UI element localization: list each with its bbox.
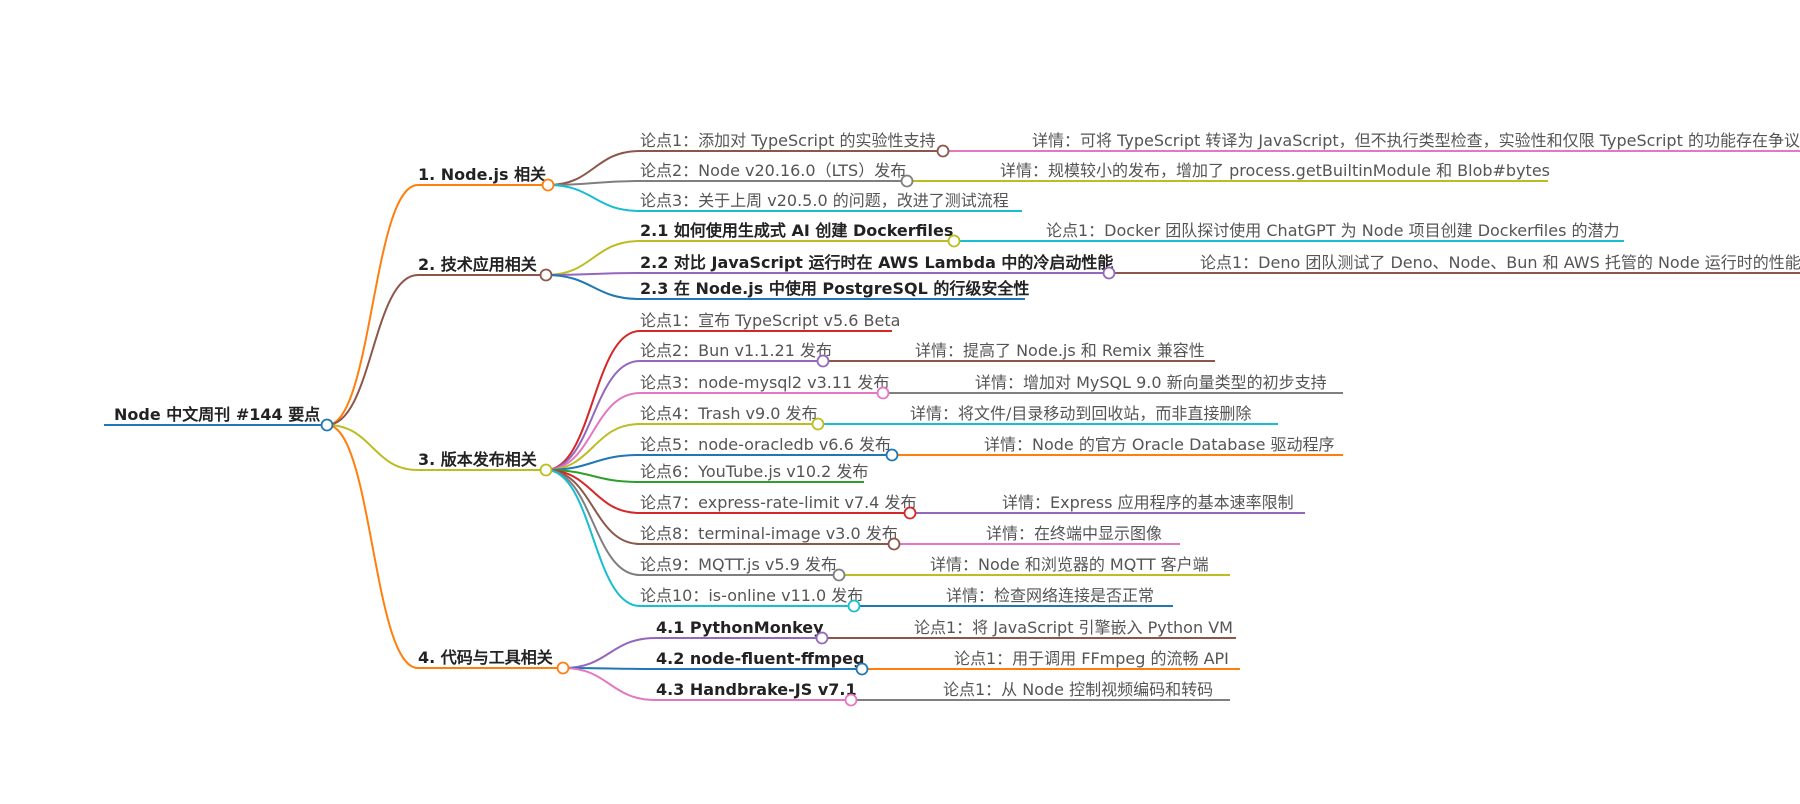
child-dot	[887, 537, 901, 551]
branch-node: 3. 版本发布相关	[418, 450, 537, 469]
child-node: 论点2：Bun v1.1.21 发布	[640, 341, 832, 360]
child-node: 2.1 如何使用生成式 AI 创建 Dockerfiles	[640, 221, 953, 240]
branch-child-edge	[545, 423, 641, 471]
branch-child-edge	[547, 150, 641, 186]
child-node: 4.2 node-fluent-ffmpeg	[656, 649, 864, 668]
root-dot	[320, 418, 334, 432]
child-node: 论点7：express-rate-limit v7.4 发布	[640, 493, 916, 512]
branch-dot	[539, 463, 553, 477]
child-node: 论点3：关于上周 v20.5.0 的问题，改进了测试流程	[640, 191, 1009, 210]
child-dot	[811, 417, 825, 431]
root-branch-edge	[326, 184, 419, 426]
branch-child-edge	[545, 360, 641, 471]
child-node: 论点8：terminal-image v3.0 发布	[640, 524, 898, 543]
child-dot	[832, 568, 846, 582]
child-node: 论点10：is-online v11.0 发布	[640, 586, 863, 605]
root-node: Node 中文周刊 #144 要点	[114, 405, 320, 424]
child-node: 2.2 对比 JavaScript 运行时在 AWS Lambda 中的冷启动性…	[640, 253, 1113, 272]
child-dot	[844, 693, 858, 707]
branch-child-edge	[545, 330, 641, 471]
branch-node: 4. 代码与工具相关	[418, 648, 553, 667]
child-dot	[855, 662, 869, 676]
child-dot	[815, 631, 829, 645]
root-branch-edge	[326, 274, 419, 426]
root-branch-edge	[326, 424, 419, 471]
branch-dot	[556, 661, 570, 675]
branch-dot	[541, 178, 555, 192]
child-node: 论点1：宣布 TypeScript v5.6 Beta	[640, 311, 900, 330]
detail-node: 论点1：将 JavaScript 引擎嵌入 Python VM	[914, 618, 1233, 637]
child-node: 论点1：添加对 TypeScript 的实验性支持	[640, 131, 936, 150]
child-dot	[885, 448, 899, 462]
child-node: 论点6：YouTube.js v10.2 发布	[640, 462, 868, 481]
child-dot	[847, 599, 861, 613]
branch-child-edge	[562, 667, 657, 701]
child-dot	[816, 354, 830, 368]
branch-child-edge	[545, 274, 641, 300]
child-dot	[903, 506, 917, 520]
child-node: 2.3 在 Node.js 中使用 PostgreSQL 的行级安全性	[640, 279, 1029, 298]
detail-node: 详情：检查网络连接是否正常	[946, 586, 1154, 605]
detail-node: 详情：将文件/目录移动到回收站，而非直接删除	[910, 404, 1251, 423]
detail-node: 论点1：Docker 团队探讨使用 ChatGPT 为 Node 项目创建 Do…	[1046, 221, 1620, 240]
root-branch-edge	[326, 424, 419, 669]
child-node: 论点2：Node v20.16.0（LTS）发布	[640, 161, 906, 180]
branch-child-edge	[545, 469, 641, 576]
child-node: 论点5：node-oracledb v6.6 发布	[640, 435, 891, 454]
detail-node: 论点1：用于调用 FFmpeg 的流畅 API	[954, 649, 1229, 668]
branch-dot	[539, 268, 553, 282]
child-dot	[936, 144, 950, 158]
branch-node: 2. 技术应用相关	[418, 255, 537, 274]
detail-node: 论点1：Deno 团队测试了 Deno、Node、Bun 和 AWS 托管的 N…	[1200, 253, 1800, 272]
detail-node: 详情：Node 的官方 Oracle Database 驱动程序	[984, 435, 1335, 454]
branch-node: 1. Node.js 相关	[418, 165, 546, 184]
detail-node: 详情：在终端中显示图像	[986, 524, 1162, 543]
detail-node: 详情：Express 应用程序的基本速率限制	[1002, 493, 1294, 512]
detail-node: 详情：Node 和浏览器的 MQTT 客户端	[930, 555, 1209, 574]
child-dot	[900, 174, 914, 188]
branch-child-edge	[545, 392, 641, 471]
detail-node: 详情：可将 TypeScript 转译为 JavaScript，但不执行类型检查…	[1032, 131, 1800, 150]
child-node: 4.1 PythonMonkey	[656, 618, 824, 637]
branch-child-edge	[545, 240, 641, 276]
child-node: 论点3：node-mysql2 v3.11 发布	[640, 373, 889, 392]
detail-node: 详情：增加对 MySQL 9.0 新向量类型的初步支持	[975, 373, 1327, 392]
branch-child-edge	[545, 469, 641, 607]
child-node: 4.3 Handbrake-JS v7.1	[656, 680, 857, 699]
child-node: 论点9：MQTT.js v5.9 发布	[640, 555, 837, 574]
detail-node: 详情：规模较小的发布，增加了 process.getBuiltinModule …	[1000, 161, 1550, 180]
child-dot	[947, 234, 961, 248]
detail-node: 详情：提高了 Node.js 和 Remix 兼容性	[915, 341, 1205, 360]
branch-child-edge	[547, 184, 641, 212]
child-node: 论点4：Trash v9.0 发布	[640, 404, 818, 423]
detail-node: 论点1：从 Node 控制视频编码和转码	[943, 680, 1213, 699]
child-dot	[1102, 266, 1116, 280]
child-dot	[876, 386, 890, 400]
branch-child-edge	[562, 637, 657, 669]
